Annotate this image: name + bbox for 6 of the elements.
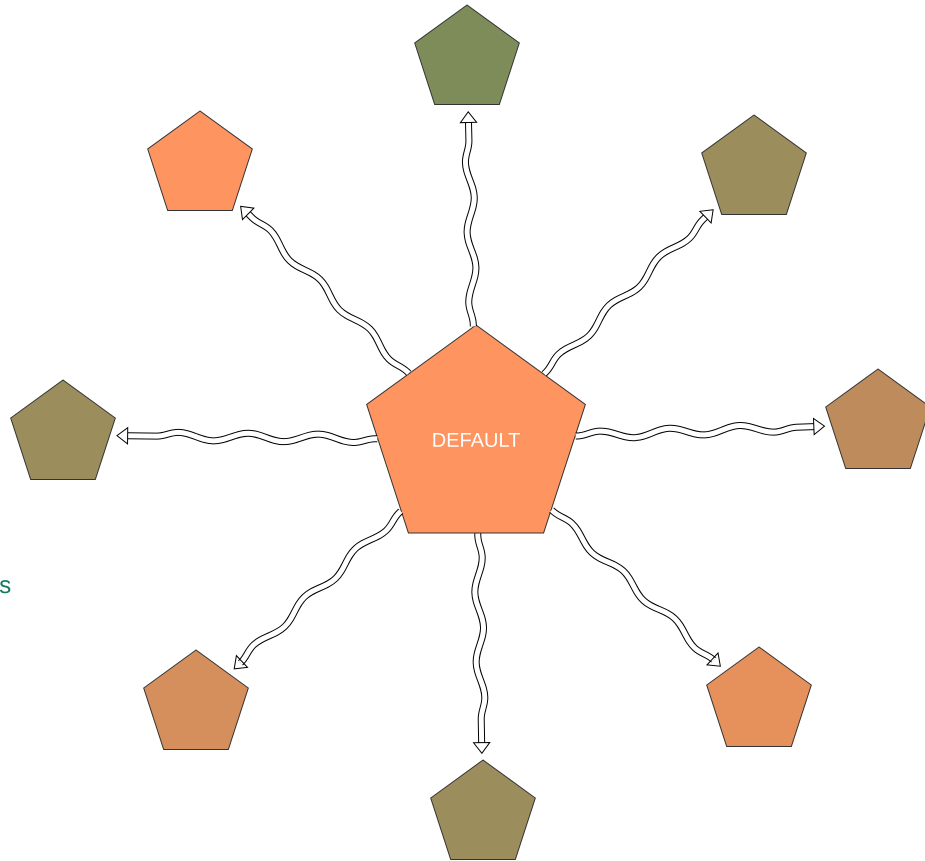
wavy-arrow bbox=[240, 206, 412, 376]
wavy-arrow bbox=[542, 209, 714, 376]
wavy-arrow bbox=[549, 507, 721, 667]
wavy-arrow bbox=[234, 508, 404, 670]
wavy-arrow bbox=[459, 111, 480, 328]
side-text: s bbox=[0, 580, 10, 594]
